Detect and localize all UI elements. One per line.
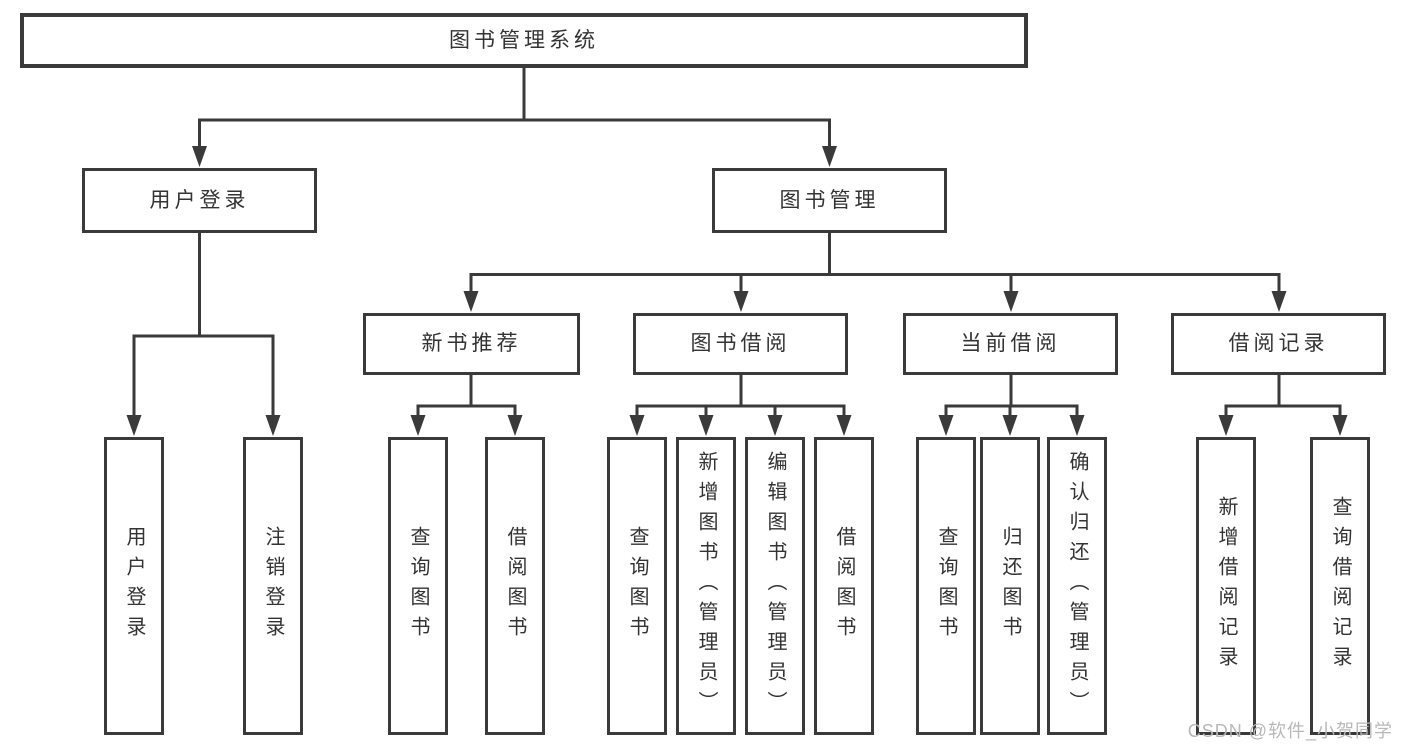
leaf-query-borrowing-record: 查询借阅记录 xyxy=(1310,437,1370,735)
node-label: 编辑图书（管理员） xyxy=(764,451,786,721)
node-label: 注销登录 xyxy=(262,526,284,646)
node-label: 查询图书 xyxy=(407,526,429,646)
node-library-management-system: 图书管理系统 xyxy=(20,13,1028,68)
leaf-add-books-admin: 新增图书（管理员） xyxy=(676,437,736,735)
node-label: 新增图书（管理员） xyxy=(695,451,717,721)
leaf-add-borrowing-record: 新增借阅记录 xyxy=(1196,437,1256,735)
node-label: 图书管理 xyxy=(779,188,880,212)
node-label: 当前借阅 xyxy=(960,332,1061,356)
node-borrowing-records: 借阅记录 xyxy=(1171,313,1386,375)
node-label: 借阅记录 xyxy=(1228,332,1329,356)
node-label: 查询图书 xyxy=(626,526,648,646)
node-book-borrowing: 图书借阅 xyxy=(633,313,848,375)
watermark: CSDN @软件_小贺同学 xyxy=(1187,721,1393,741)
node-label: 图书借阅 xyxy=(690,332,791,356)
node-label: 借阅图书 xyxy=(833,526,855,646)
node-label: 确认归还（管理员） xyxy=(1066,451,1088,721)
node-user-login: 用户登录 xyxy=(82,168,317,233)
leaf-query-books-borrowing: 查询图书 xyxy=(607,437,667,735)
node-book-management: 图书管理 xyxy=(712,168,947,233)
leaf-logout: 注销登录 xyxy=(243,437,303,735)
leaf-query-books-current: 查询图书 xyxy=(916,437,976,735)
leaf-borrow-books-recommend: 借阅图书 xyxy=(485,437,545,735)
node-label: 归还图书 xyxy=(999,526,1021,646)
node-new-book-recommendation: 新书推荐 xyxy=(363,313,580,375)
node-label: 用户登录 xyxy=(149,188,250,212)
node-label: 新增借阅记录 xyxy=(1215,496,1237,676)
node-label: 用户登录 xyxy=(123,526,145,646)
node-label: 查询借阅记录 xyxy=(1329,496,1351,676)
leaf-query-books-recommend: 查询图书 xyxy=(388,437,448,735)
leaf-return-books: 归还图书 xyxy=(980,437,1040,735)
node-label: 查询图书 xyxy=(935,526,957,646)
leaf-edit-books-admin: 编辑图书（管理员） xyxy=(745,437,805,735)
node-label: 新书推荐 xyxy=(421,332,522,356)
node-current-borrowing: 当前借阅 xyxy=(903,313,1118,375)
leaf-confirm-return-admin: 确认归还（管理员） xyxy=(1047,437,1107,735)
leaf-borrow-books: 借阅图书 xyxy=(814,437,874,735)
node-label: 图书管理系统 xyxy=(449,28,599,52)
leaf-user-login: 用户登录 xyxy=(104,437,164,735)
node-label: 借阅图书 xyxy=(504,526,526,646)
